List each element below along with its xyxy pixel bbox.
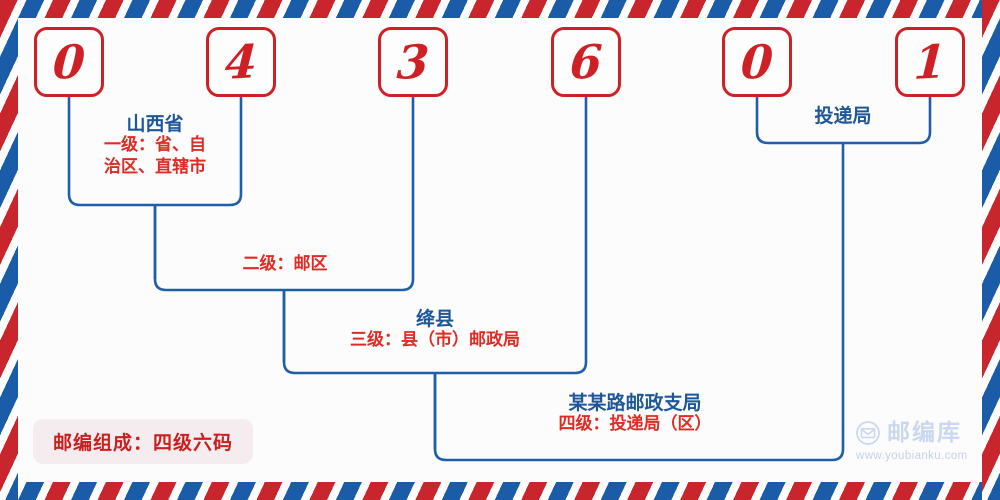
bracket-level-4 xyxy=(433,143,845,462)
label-level-1-title: 山西省 xyxy=(126,113,184,135)
label-level-1-subtitle-line1: 一级：省、自 xyxy=(104,135,206,156)
digit-card-5[interactable]: 0 xyxy=(722,27,792,97)
digit-value-5: 0 xyxy=(739,34,775,90)
label-delivery-office-title: 投递局 xyxy=(814,105,872,127)
digit-value-6: 1 xyxy=(912,34,948,90)
airmail-border-right xyxy=(982,0,1000,500)
digit-card-3[interactable]: 3 xyxy=(378,27,448,97)
label-level-3-title: 绛县 xyxy=(415,308,454,330)
digit-card-4[interactable]: 6 xyxy=(551,27,621,97)
label-level-2-subtitle-line1: 二级：邮区 xyxy=(242,254,328,274)
envelope-circle-icon xyxy=(856,421,880,445)
label-level-1-subtitle-line2: 治区、直辖市 xyxy=(104,156,206,177)
digit-value-1: 0 xyxy=(51,34,87,90)
digit-value-4: 6 xyxy=(568,34,604,90)
airmail-border-top xyxy=(0,0,1000,18)
watermark-brand: 邮编库 xyxy=(887,419,962,446)
label-level-4-subtitle-line1: 四级：投递局（区） xyxy=(558,414,712,435)
bracket-delivery-office xyxy=(755,97,932,145)
watermark: 邮编库 www.youbianku.com xyxy=(855,420,968,462)
status-badge-label: 邮编组成：四级六码 xyxy=(52,432,233,454)
envelope-inner-area xyxy=(18,18,982,482)
airmail-border-left xyxy=(0,0,18,500)
label-level-3: 绛县 三级：县（市）邮政局 xyxy=(305,308,565,352)
digit-value-3: 3 xyxy=(395,34,431,90)
label-level-2: 二级：邮区 xyxy=(185,254,385,275)
digit-value-2: 4 xyxy=(223,34,259,90)
digit-card-2[interactable]: 4 xyxy=(206,27,276,97)
label-level-3-subtitle-line1: 三级：县（市）邮政局 xyxy=(350,330,520,351)
label-delivery-office: 投递局 xyxy=(763,105,923,127)
airmail-border-bottom xyxy=(0,482,1000,500)
label-level-4-title: 某某路邮政支局 xyxy=(568,392,702,414)
label-level-1: 山西省 一级：省、自 治区、直辖市 xyxy=(75,113,235,178)
digit-card-1[interactable]: 0 xyxy=(34,27,104,97)
digit-card-6[interactable]: 1 xyxy=(895,27,965,97)
label-level-4: 某某路邮政支局 四级：投递局（区） xyxy=(500,392,770,436)
watermark-url: www.youbianku.com xyxy=(856,450,968,462)
status-badge: 邮编组成：四级六码 xyxy=(33,419,253,464)
